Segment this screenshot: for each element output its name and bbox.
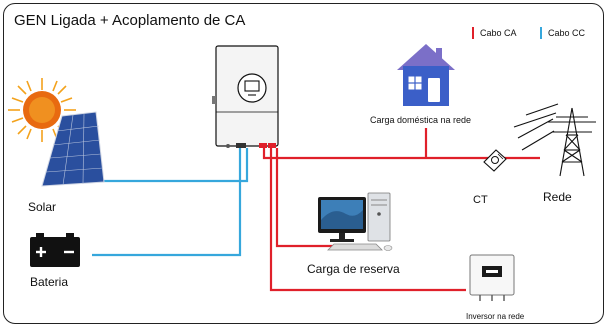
gridtie-ac-cable (269, 148, 466, 292)
diagram-frame (3, 3, 604, 324)
backup-ac-cable (275, 148, 336, 248)
solar-dc-cable (104, 148, 249, 183)
legend-dc-swatch (540, 27, 542, 39)
ct-label: CT (473, 194, 488, 206)
grid-ac-cable (262, 148, 540, 160)
solar-label: Solar (28, 200, 57, 214)
legend-ac: Cabo CA (472, 27, 517, 39)
ct-sensor-icon (483, 149, 507, 172)
legend-ac-swatch (472, 27, 474, 39)
grid-tie-inverter-icon (469, 254, 515, 301)
dc-cables (92, 148, 249, 257)
bateria-label: Bateria (30, 275, 69, 289)
carga-domestica-label: Carga doméstica na rede (370, 115, 472, 125)
battery-icon (30, 233, 80, 267)
battery-dc-cable (92, 148, 242, 257)
house-icon (397, 44, 455, 106)
solar-panel-icon (41, 111, 105, 187)
hybrid-inverter-icon (212, 45, 279, 148)
inversor-rede-label: Inversor na rede (466, 312, 525, 321)
ac-cables (262, 128, 540, 292)
carga-reserva-label: Carga de reserva (307, 262, 400, 276)
legend-dc-label: Cabo CC (548, 28, 586, 38)
rede-label: Rede (543, 190, 572, 204)
diagram-title: GEN Ligada + Acoplamento de CA (14, 12, 246, 29)
pylon-icon (513, 103, 596, 177)
legend-dc: Cabo CC (540, 27, 585, 39)
legend-ac-label: Cabo CA (480, 28, 517, 38)
sun-icon (8, 78, 76, 142)
computer-icon (318, 192, 393, 251)
